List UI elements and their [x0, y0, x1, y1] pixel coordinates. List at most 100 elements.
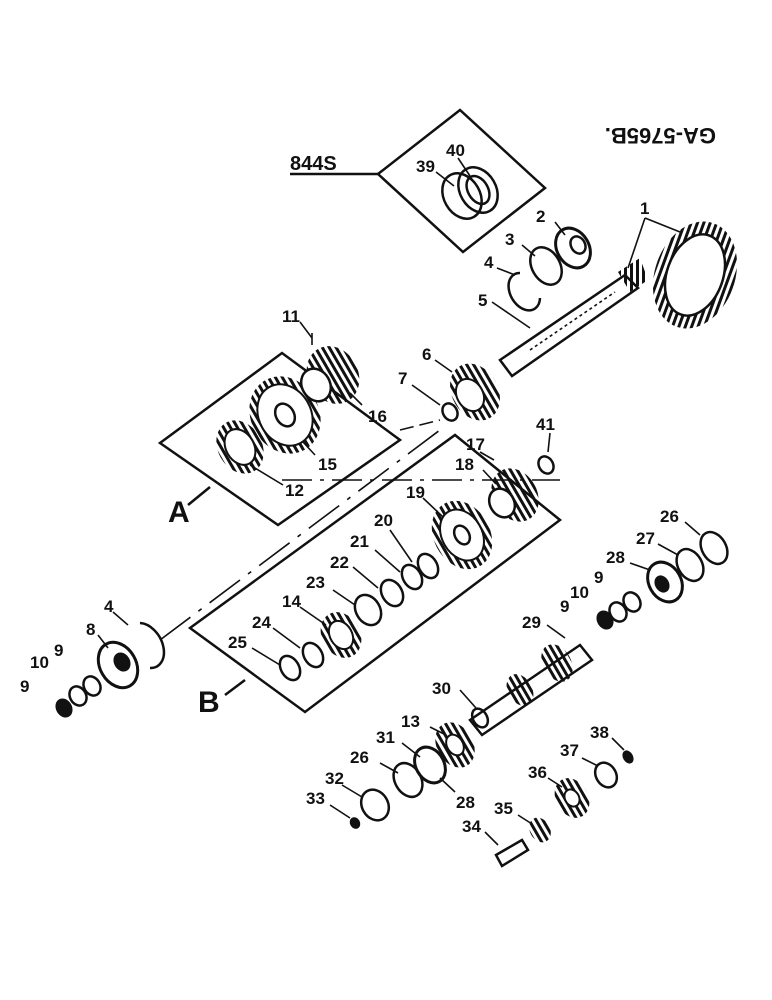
- part-30-ring: [470, 707, 490, 729]
- callout-2: 2: [536, 207, 545, 226]
- leader-3: [521, 244, 536, 257]
- callout-28-b: 28: [456, 793, 475, 812]
- callout-13: 13: [401, 712, 420, 731]
- callout-32: 32: [325, 769, 344, 788]
- part-5-splines: [529, 291, 616, 351]
- callout-9-b: 9: [20, 677, 29, 696]
- leader-24: [272, 627, 301, 649]
- part-27-ring: [675, 547, 705, 583]
- leader-20: [389, 529, 413, 563]
- part-5-pinion-head: [618, 258, 648, 292]
- callout-9-a: 9: [54, 641, 63, 660]
- callout-35: 35: [494, 799, 513, 818]
- center-line-lower: [159, 429, 441, 641]
- callout-26-a: 26: [660, 507, 679, 526]
- part-21-snap-ring: [400, 563, 424, 591]
- leader-30: [459, 689, 477, 709]
- leader-11: [299, 321, 313, 339]
- part-4-snap-ring-lower: [139, 621, 166, 670]
- leader-23: [332, 589, 356, 606]
- callout-1: 1: [640, 199, 649, 218]
- kit-box: [376, 108, 547, 254]
- part-6-hub: [454, 377, 486, 413]
- group-b: B: [187, 433, 563, 719]
- callout-24: 24: [252, 613, 271, 632]
- callout-38: 38: [590, 723, 609, 742]
- callout-16: 16: [368, 407, 387, 426]
- part-37-washer: [593, 761, 619, 789]
- part-26-ring: [699, 530, 729, 566]
- part-14-bore: [327, 619, 355, 651]
- leader-22: [352, 566, 379, 589]
- part-34-bolt: [494, 838, 530, 868]
- part-8-bore: [113, 652, 131, 672]
- callout-23: 23: [306, 573, 325, 592]
- part-18-hub: [487, 487, 517, 519]
- leader-34: [484, 831, 499, 846]
- part-17-pin: [479, 451, 495, 461]
- part-36-bore: [563, 788, 581, 808]
- part-20-ring: [416, 552, 440, 580]
- part-38-nut: [622, 750, 634, 764]
- leader-38: [611, 737, 625, 751]
- callouts: 1 2 3 4 5 6 7 8 4 9 10 9 11 12 13 14 15 …: [20, 141, 679, 836]
- part-15-face: [256, 383, 314, 447]
- callout-25: 25: [228, 633, 247, 652]
- group-a-box: [157, 351, 403, 527]
- leader-33: [329, 804, 351, 819]
- leader-41: [547, 432, 551, 453]
- callout-8: 8: [86, 620, 95, 639]
- part-19-face: [439, 508, 485, 562]
- part-41-washer: [537, 455, 555, 475]
- part-40-ring-inner: [465, 174, 491, 206]
- leader-1b: [644, 217, 681, 233]
- part-22-ring: [379, 578, 405, 608]
- leader-19: [422, 497, 444, 518]
- callout-10-b: 10: [570, 583, 589, 602]
- callout-9-d: 9: [560, 597, 569, 616]
- callout-11: 11: [282, 307, 300, 326]
- callout-27: 27: [636, 529, 655, 548]
- leader-18: [482, 469, 497, 485]
- part-3-ring: [529, 246, 563, 286]
- part-5-pinion-shaft: [498, 273, 640, 378]
- callout-33: 33: [306, 789, 325, 808]
- leader-37: [581, 757, 599, 767]
- part-19-bore: [452, 524, 472, 546]
- leader-26: [684, 521, 701, 536]
- callout-10-a: 10: [30, 653, 49, 672]
- leader-7: [411, 384, 441, 406]
- leader-28: [629, 562, 651, 571]
- leader-35: [517, 814, 533, 825]
- model-label: 844S: [290, 153, 337, 175]
- leader-16: [349, 392, 363, 406]
- callout-34: 34: [462, 817, 481, 836]
- part-9-nut-d: [622, 591, 642, 613]
- part-9-nut-a: [82, 675, 102, 697]
- leader-14: [299, 606, 327, 626]
- part-32-bushing: [359, 788, 391, 822]
- part-28-bore: [654, 575, 670, 593]
- callout-39: 39: [416, 157, 435, 176]
- leader-21: [374, 549, 401, 573]
- leader-8: [97, 634, 109, 649]
- group-a: A: [157, 321, 403, 529]
- kit-844s-group: 844S: [290, 108, 547, 254]
- leader-40: [457, 157, 471, 177]
- leader-4a: [496, 267, 516, 276]
- callout-37: 37: [560, 741, 579, 760]
- leader-31: [401, 742, 421, 758]
- part-25-ring: [278, 654, 302, 682]
- callout-36: 36: [528, 763, 547, 782]
- leader-36: [547, 777, 563, 788]
- pinion-assembly: [411, 217, 738, 475]
- callout-9-c: 9: [594, 568, 603, 587]
- leader-6: [434, 359, 453, 373]
- left-bearing-stack: [55, 611, 166, 718]
- part-29-gear-lower: [506, 674, 534, 706]
- group-b-leader: [224, 679, 246, 696]
- callout-4-upper: 4: [484, 253, 494, 272]
- part-9-nut-b: [55, 698, 73, 718]
- leader-25: [251, 647, 281, 666]
